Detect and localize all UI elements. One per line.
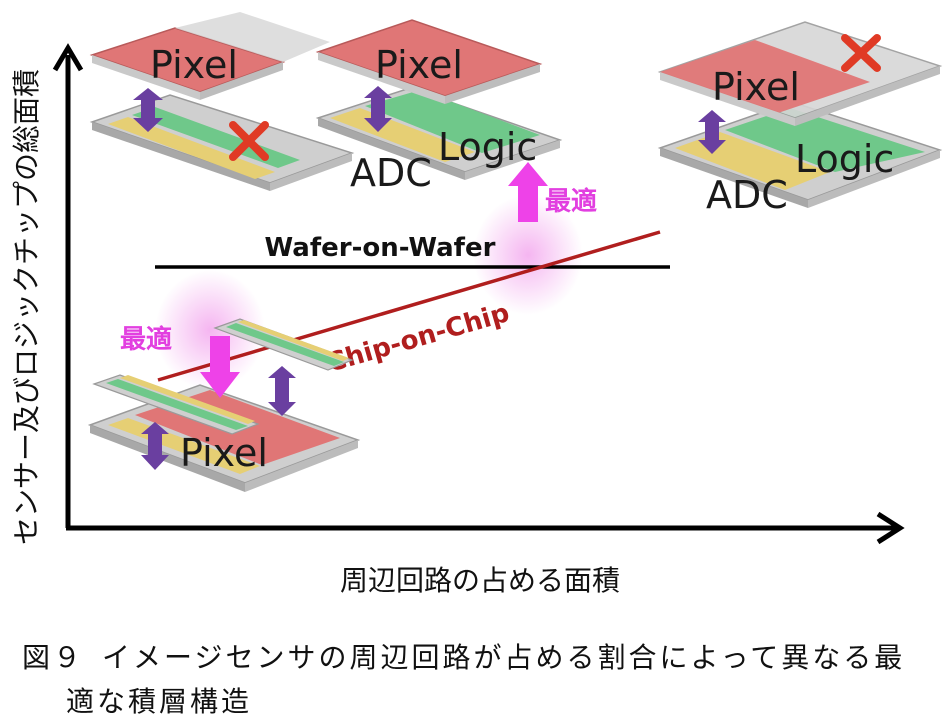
pixel-label: Pixel [375,43,463,87]
y-axis-label: センサー及びロジックチップの総面積 [10,69,43,545]
bottom-chip-side [92,122,270,191]
sensor-chip-side2 [245,440,358,492]
axes [52,43,905,545]
caption-line-2: 適な積層構造 [66,685,253,718]
top-chip-side2 [445,64,540,104]
chip-on-chip-label: Chip-on-Chip [324,298,513,379]
stack-arrow-right [268,366,296,416]
x-axis-arrowhead [876,511,905,545]
adc-label: ADC [706,173,788,217]
pixel-label: Pixel [150,43,238,87]
top-chip-wasted [175,12,330,62]
bottom-chip-side [660,148,808,208]
logic-region [365,90,540,153]
stack-arrow-left [141,422,169,470]
stack-middle-wafer: Pixel ADC Logic [315,19,563,195]
x-axis-label: 周辺回路の占める面積 [340,564,620,597]
optimal-glow-lower [155,270,265,390]
stack-arrow [364,86,392,132]
top-chip-side [318,52,445,104]
stacking-diagram: センサー及びロジックチップの総面積 周辺回路の占める面積 Wafer-on-Wa… [10,12,943,597]
caption-text-1: イメージセンサの周辺回路が占める割合によって異なる最 [102,641,906,674]
adc-region [330,108,475,162]
top-chip-side2 [795,66,940,126]
pixel-label: Pixel [712,65,800,109]
caption-line-1: 図９ イメージセンサの周辺回路が占める割合によって異なる最 [22,636,937,680]
top-chip-side [92,55,200,100]
top-chip-pixel [660,40,870,114]
caption-figure-number: 図９ [22,641,85,674]
bottom-chip-side2 [465,140,560,180]
bottom-chip-side2 [270,153,352,191]
figure-caption: 図９ イメージセンサの周辺回路が占める割合によって異なる最 適な積層構造 [22,636,937,724]
top-chip-side2 [200,62,283,100]
logic-region [725,108,925,172]
stack-bottom-chip: Pixel [87,318,361,492]
sensor-chip-side [90,425,245,492]
optimal-down-arrow [200,336,240,398]
right-logic-chip-stripe [226,323,344,366]
bottom-chip-side2 [808,150,940,208]
y-axis-arrowhead [52,43,84,72]
adc-strip [108,117,275,179]
stack-arrow [133,88,163,132]
cross-icon [229,121,269,161]
optimal-label-lower: 最適 [120,324,172,355]
chip-on-chip-line [157,230,661,382]
logic-label: Logic [438,125,537,169]
right-adc-chip-stripe [238,320,349,361]
stack-left-wafer: Pixel [89,12,355,191]
logic-label: Logic [795,137,894,181]
top-chip-side [660,72,795,126]
optimal-up-arrow [508,162,548,222]
pixel-label: Pixel [180,431,268,475]
cross-icon [841,34,881,72]
optimal-label-upper: 最適 [545,186,597,217]
left-logic-chip-stripe [106,379,248,430]
adc-label: ADC [350,151,432,195]
optimal-glow-upper [473,195,583,315]
wafer-on-wafer-label: Wafer-on-Wafer [265,233,496,263]
stack-arrow [698,110,726,154]
stack-right-wafer: Pixel ADC Logic [657,21,943,217]
bottom-chip-side [318,118,465,180]
left-adc-chip-stripe [120,375,255,424]
